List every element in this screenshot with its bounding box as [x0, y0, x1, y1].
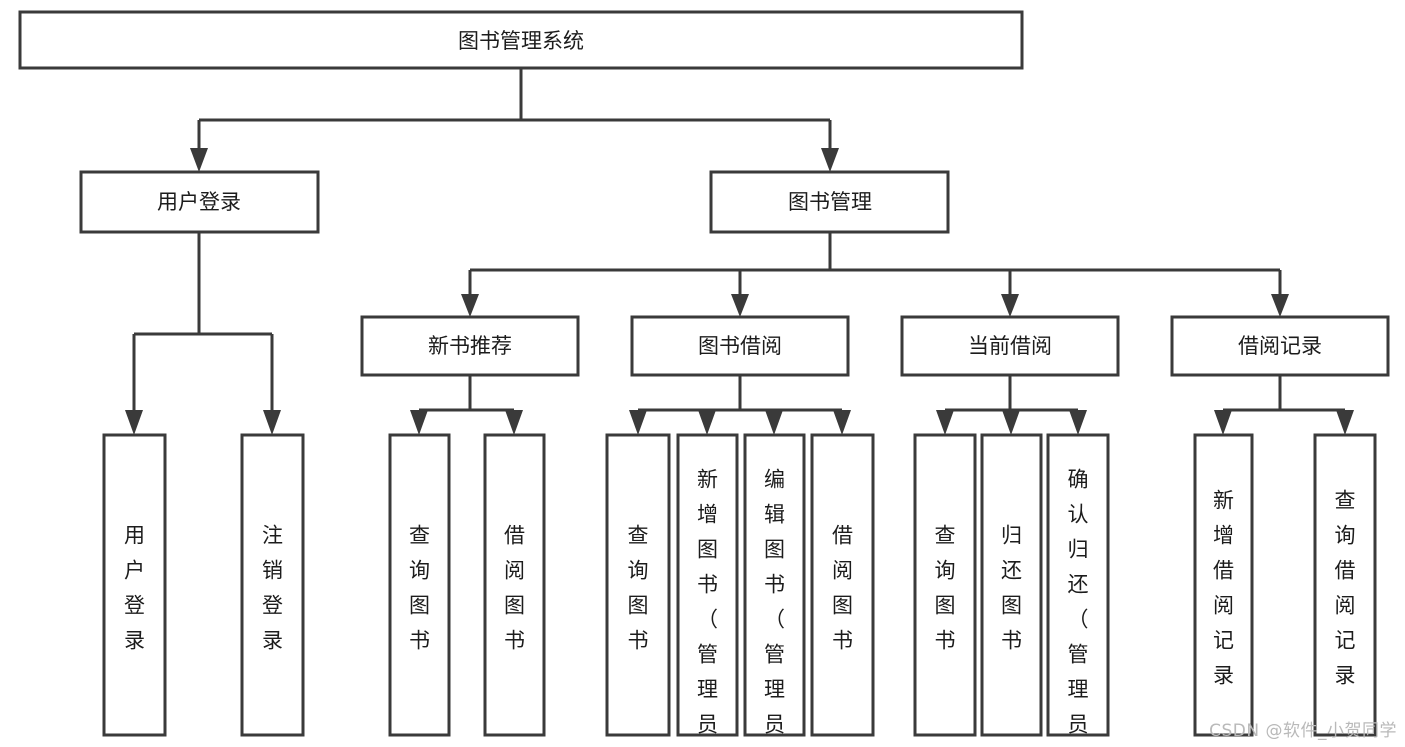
node-root[interactable]: 图书管理系统	[18, 10, 1024, 70]
node-leaf-query-borrow-record-box[interactable]	[1313, 433, 1377, 737]
node-leaf-query-book-recommend-box[interactable]	[388, 433, 451, 737]
node-leaf-user-login-box[interactable]	[102, 433, 167, 737]
arrow-head-leaf-borrow-book-recommend	[505, 410, 523, 435]
node-leaf-query-borrow-record[interactable]: 查询借阅记录	[1313, 433, 1377, 737]
arrow-head-leaf-query-book-recommend	[410, 410, 428, 435]
node-user-login-box[interactable]	[79, 170, 320, 234]
node-root-box[interactable]	[18, 10, 1024, 70]
node-leaf-query-book-borrow-label: 查询图书	[628, 523, 649, 652]
node-book-borrow[interactable]: 图书借阅	[630, 315, 850, 377]
node-current-borrow[interactable]: 当前借阅	[900, 315, 1120, 377]
arrow-head-leaf-return-book	[1002, 410, 1020, 435]
arrow-head-leaf-user-login	[125, 410, 143, 435]
node-leaf-borrow-book[interactable]: 借阅图书	[810, 433, 875, 737]
node-book-borrow-box[interactable]	[630, 315, 850, 377]
arrow-head-leaf-add-borrow-record	[1214, 410, 1232, 435]
connector-group-root	[190, 68, 839, 172]
node-leaf-add-book-admin-label: 新增图书（管理员）	[697, 467, 718, 747]
node-new-book-recommend-label: 新书推荐	[428, 334, 512, 358]
arrow-head-leaf-query-book-borrow	[629, 410, 647, 435]
node-leaf-edit-book-admin[interactable]: 编辑图书（管理员）	[743, 433, 806, 747]
node-leaf-add-borrow-record[interactable]: 新增借阅记录	[1193, 433, 1254, 737]
leaf-layer: 用户登录 注销登录 查询图书 借阅图书 查询图书 新增图书（管理员） 编辑图书（管理员） 借阅…	[102, 433, 1377, 747]
arrow-head-book-borrow	[731, 294, 749, 317]
node-user-login[interactable]: 用户登录	[79, 170, 320, 234]
connector-group-book-borrow	[629, 375, 851, 435]
node-leaf-return-book[interactable]: 归还图书	[980, 433, 1043, 737]
connector-group-user-login	[125, 232, 281, 435]
node-borrow-record-box[interactable]	[1170, 315, 1390, 377]
watermark: CSDN @软件_小贺同学	[1209, 721, 1397, 741]
arrow-head-current-borrow	[1001, 294, 1019, 317]
node-current-borrow-box[interactable]	[900, 315, 1120, 377]
node-leaf-add-book-admin[interactable]: 新增图书（管理员）	[676, 433, 739, 747]
arrow-head-new-book-recommend	[461, 294, 479, 317]
node-leaf-query-borrow-record-label: 查询借阅记录	[1335, 488, 1356, 687]
node-leaf-add-book-admin-box[interactable]	[676, 433, 739, 737]
node-leaf-logout[interactable]: 注销登录	[240, 433, 305, 737]
node-borrow-record-label: 借阅记录	[1238, 334, 1322, 358]
node-leaf-borrow-book-recommend[interactable]: 借阅图书	[483, 433, 546, 737]
node-book-manage-label: 图书管理	[788, 190, 872, 214]
arrow-head-borrow-record	[1271, 294, 1289, 317]
node-leaf-query-book-current[interactable]: 查询图书	[913, 433, 977, 737]
connector-group-new-book-recommend	[410, 375, 523, 435]
connector-group-current-borrow	[936, 375, 1087, 435]
connector-group-book-manage	[461, 232, 1289, 317]
node-leaf-logout-label: 注销登录	[262, 523, 283, 652]
node-book-borrow-label: 图书借阅	[698, 334, 782, 358]
arrow-head-leaf-query-borrow-record	[1336, 410, 1354, 435]
node-leaf-query-book-current-box[interactable]	[913, 433, 977, 737]
node-leaf-query-book-recommend[interactable]: 查询图书	[388, 433, 451, 737]
node-leaf-borrow-book-recommend-box[interactable]	[483, 433, 546, 737]
arrow-head-leaf-add-book-admin	[698, 410, 716, 435]
node-leaf-confirm-return-admin[interactable]: 确认归还（管理员）	[1046, 433, 1110, 747]
node-book-manage-box[interactable]	[709, 170, 950, 234]
arrow-head-leaf-confirm-return-admin	[1069, 410, 1087, 435]
node-leaf-confirm-return-admin-box[interactable]	[1046, 433, 1110, 737]
node-leaf-return-book-label: 归还图书	[1001, 523, 1022, 652]
node-leaf-return-book-box[interactable]	[980, 433, 1043, 737]
node-leaf-query-book-recommend-label: 查询图书	[409, 523, 430, 652]
node-leaf-add-borrow-record-label: 新增借阅记录	[1213, 488, 1234, 687]
node-current-borrow-label: 当前借阅	[968, 334, 1052, 358]
node-leaf-query-book-current-label: 查询图书	[935, 523, 956, 652]
node-new-book-recommend-box[interactable]	[360, 315, 580, 377]
node-leaf-borrow-book-box[interactable]	[810, 433, 875, 737]
node-leaf-logout-box[interactable]	[240, 433, 305, 737]
arrow-head-leaf-query-book-current	[936, 410, 954, 435]
arrow-head-leaf-logout	[263, 410, 281, 435]
node-leaf-borrow-book-recommend-label: 借阅图书	[504, 523, 525, 652]
node-leaf-borrow-book-label: 借阅图书	[832, 523, 853, 652]
node-leaf-query-book-borrow[interactable]: 查询图书	[605, 433, 671, 737]
node-leaf-confirm-return-admin-label: 确认归还（管理员）	[1068, 467, 1089, 747]
arrow-head-leaf-borrow-book	[833, 410, 851, 435]
node-new-book-recommend[interactable]: 新书推荐	[360, 315, 580, 377]
connector-group-borrow-record	[1214, 375, 1354, 435]
node-leaf-user-login-label: 用户登录	[124, 523, 145, 652]
node-leaf-edit-book-admin-box[interactable]	[743, 433, 806, 737]
node-leaf-user-login[interactable]: 用户登录	[102, 433, 167, 737]
node-leaf-query-book-borrow-box[interactable]	[605, 433, 671, 737]
node-root-label: 图书管理系统	[458, 29, 584, 53]
node-user-login-label: 用户登录	[157, 190, 241, 214]
node-leaf-edit-book-admin-label: 编辑图书（管理员）	[764, 467, 785, 747]
arrow-head-book-manage	[821, 148, 839, 172]
node-book-manage[interactable]: 图书管理	[709, 170, 950, 234]
arrow-head-leaf-edit-book-admin	[765, 410, 783, 435]
node-leaf-add-borrow-record-box[interactable]	[1193, 433, 1254, 737]
node-borrow-record[interactable]: 借阅记录	[1170, 315, 1390, 377]
arrow-head-user-login	[190, 148, 208, 172]
